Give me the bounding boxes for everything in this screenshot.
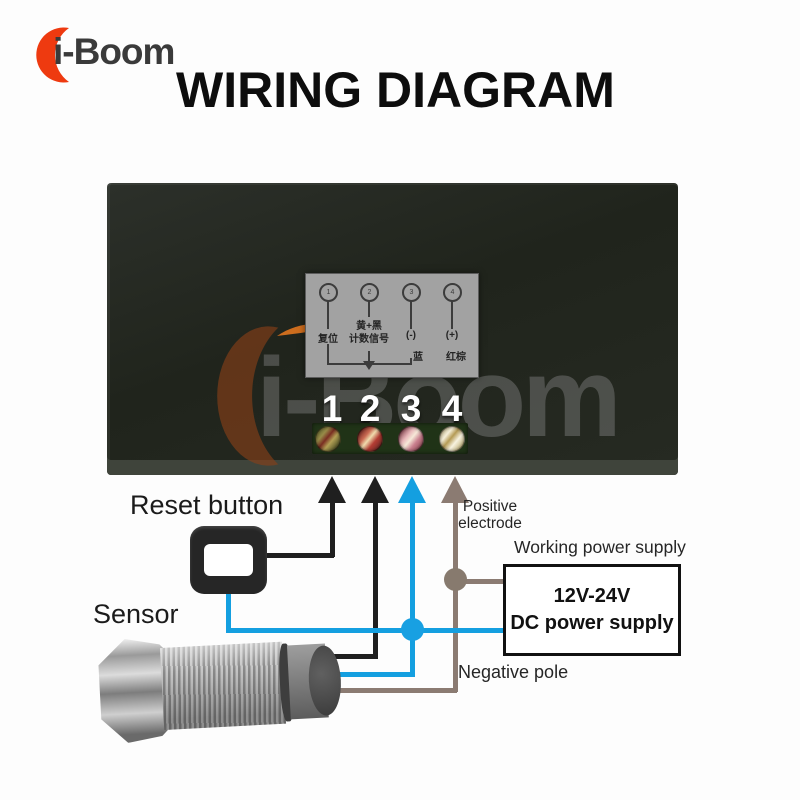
dc-power-supply-box: 12V-24V DC power supply — [503, 564, 681, 656]
wire-terminal1-to-reset — [266, 553, 334, 558]
wire-terminal1-vertical — [330, 498, 335, 557]
wire-brown-to-sensor — [330, 688, 457, 693]
wire-blue-to-sensor — [330, 672, 415, 677]
power-supply-voltage: 12V-24V — [553, 585, 631, 607]
wire-negative-main — [226, 628, 503, 633]
terminal-screw-4 — [439, 426, 465, 452]
plate-bracket-arrow-icon — [363, 361, 375, 370]
positive-electrode-label: Positive electrode — [448, 498, 532, 532]
proximity-sensor-graphic — [95, 624, 346, 749]
plate-bracket-arrow-stem — [368, 351, 370, 362]
reset-button-face — [204, 544, 253, 576]
brand-crescent-icon — [36, 27, 69, 83]
terminal-number-3: 3 — [400, 388, 422, 429]
negative-pole-label: Negative pole — [458, 662, 569, 682]
plate-label-signal: 计数信号 — [349, 334, 389, 345]
plate-bracket-left — [327, 344, 329, 365]
positive-electrode-line1: Positive — [462, 498, 518, 515]
watermark-crescent-icon — [217, 326, 279, 466]
brand-name: i-Boom — [53, 31, 175, 72]
arrow-terminal4-icon — [441, 476, 469, 503]
terminal-number-1: 1 — [321, 388, 343, 429]
positive-electrode-line2: electrode — [458, 514, 522, 532]
plate-label-redbrown: 红棕 — [446, 352, 466, 363]
plate-bracket-right — [410, 358, 412, 365]
plate-label-signal-color: 黄+黑 — [356, 321, 382, 332]
junction-positive-dot — [444, 568, 467, 591]
terminal-screw-2 — [357, 426, 383, 452]
plate-label-reset: 复位 — [318, 334, 338, 345]
arrow-terminal3-icon — [398, 476, 426, 503]
terminal-number-4: 4 — [441, 388, 463, 429]
terminal-number-2: 2 — [359, 388, 381, 429]
plate-leader-1 — [327, 300, 329, 329]
wire-terminal2-vertical — [373, 498, 378, 659]
arrow-terminal1-icon — [318, 476, 346, 503]
terminal-screw-1 — [315, 426, 341, 452]
reset-button-graphic — [190, 526, 267, 594]
plate-leader-3 — [410, 300, 412, 329]
wire-reset-vertical — [226, 594, 231, 632]
working-power-supply-label: Working power supply — [514, 537, 686, 557]
page-title: WIRING DIAGRAM — [176, 62, 615, 118]
wire-positive-to-powerbox — [456, 579, 503, 584]
sensor-label: Sensor — [93, 599, 179, 629]
plate-label-plus: (+) — [445, 330, 459, 341]
reset-button-label: Reset button — [130, 490, 284, 520]
plate-label-blue: 蓝 — [413, 352, 423, 363]
wire-terminal4-vertical — [453, 498, 458, 692]
sensor-body-shading — [159, 641, 287, 731]
terminal-screw-3 — [398, 426, 424, 452]
wire-blue-junction-vertical — [410, 630, 415, 676]
plate-leader-4 — [451, 300, 453, 329]
junction-negative-dot — [401, 618, 424, 641]
wire-terminal3-vertical — [410, 498, 415, 632]
arrow-terminal2-icon — [361, 476, 389, 503]
power-supply-name: DC power supply — [510, 612, 674, 634]
wire-terminal2-to-sensor — [330, 654, 377, 659]
plate-label-minus: (-) — [406, 330, 416, 341]
plate-leader-2 — [368, 300, 370, 317]
